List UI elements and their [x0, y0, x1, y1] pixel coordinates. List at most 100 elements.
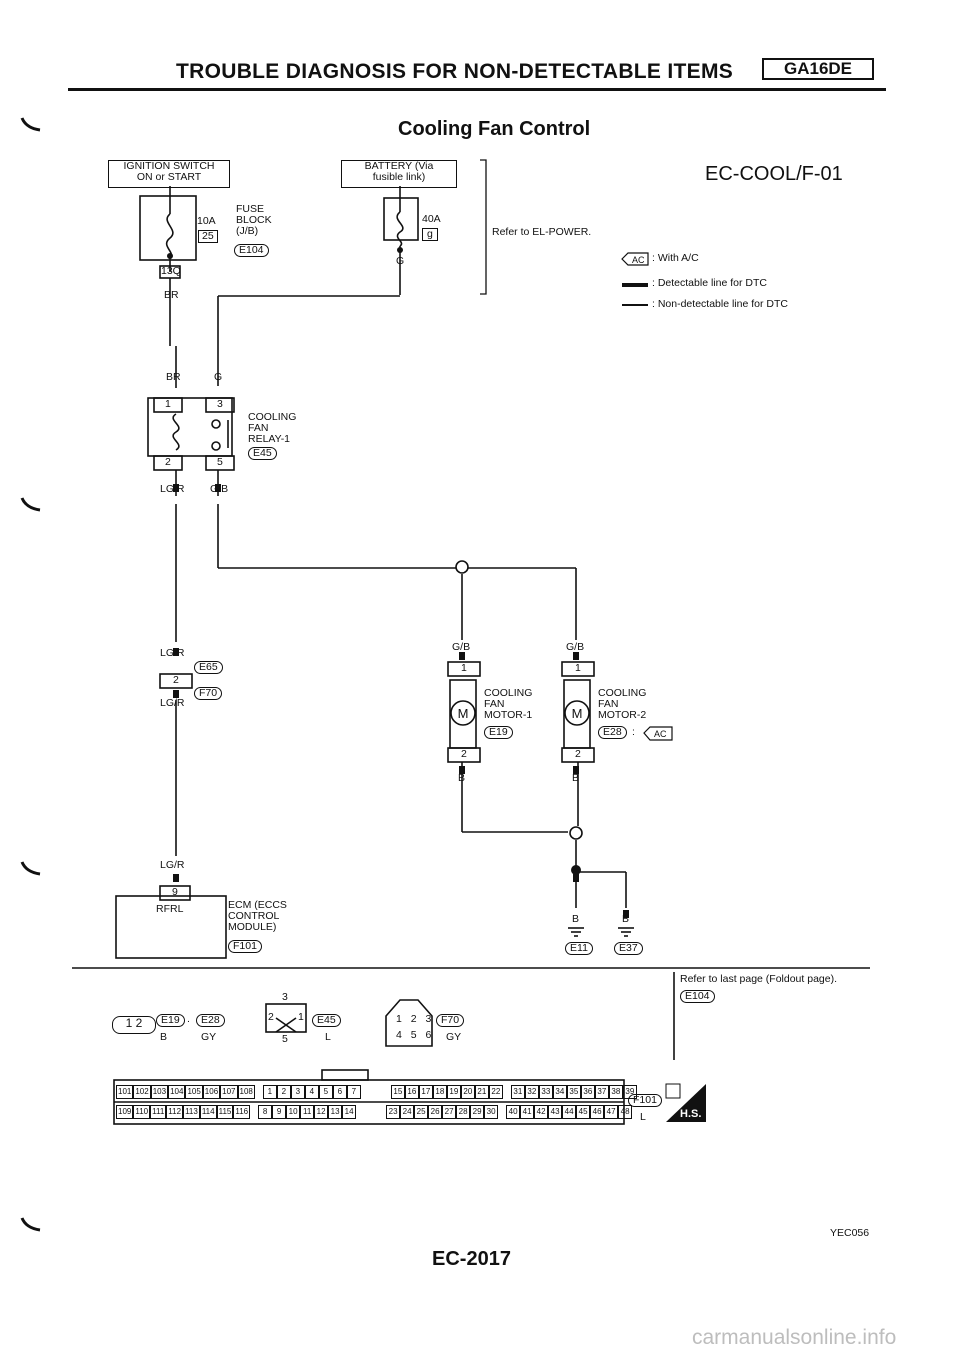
battery-line1: BATTERY (Via — [364, 160, 434, 172]
ecm-terminal: RFRL — [156, 903, 184, 915]
engine-badge-text: GA16DE — [783, 59, 853, 78]
motor1-conn: E19 — [484, 726, 513, 739]
ecm-pin-2: 2 — [276, 1085, 291, 1099]
conn2-pin-1: 1 — [298, 1011, 304, 1023]
relay-label-1: COOLING — [248, 411, 297, 423]
ecm-pin: 9 — [172, 886, 178, 898]
wire-lgr-inline-bot: LG/R — [160, 697, 185, 709]
relay-conn: E45 — [248, 447, 277, 460]
ecm-pin-16: 16 — [404, 1085, 419, 1099]
ecm-pin-44: 44 — [562, 1105, 577, 1119]
ecm-pin-48: 48 — [618, 1105, 633, 1119]
ecm-pin-103: 103 — [150, 1085, 169, 1099]
ecm-pin-11: 11 — [300, 1105, 315, 1119]
ecm-pin-34: 34 — [552, 1085, 567, 1099]
ecm-pin-6: 6 — [332, 1085, 347, 1099]
conn2-color: L — [325, 1031, 331, 1043]
ecm-pin-29: 29 — [470, 1105, 485, 1119]
ecm-pin-3: 3 — [290, 1085, 305, 1099]
motor1-m-label: M — [458, 706, 469, 721]
refer-last-conn: E104 — [680, 990, 715, 1003]
wire-br-relay: BR — [166, 371, 181, 383]
motor2-label-1: COOLING — [598, 687, 647, 699]
ignition-line1: IGNITION SWITCH — [123, 160, 215, 172]
inline-conn-top: E65 — [194, 661, 223, 674]
legend-ac-symbol: AC — [621, 252, 649, 266]
diagram-subtitle: Cooling Fan Control — [398, 118, 591, 140]
ecm-pin-12: 12 — [314, 1105, 329, 1119]
legend-detectable-line — [622, 283, 648, 287]
inline-conn-bot: F70 — [194, 687, 223, 700]
ecm-pin-32: 32 — [524, 1085, 539, 1099]
wire-lgr-relay: LG/R — [160, 483, 185, 495]
wire-br-top: BR — [164, 289, 179, 301]
ecm-pin-47: 47 — [604, 1105, 619, 1119]
ignition-line2: ON or START — [136, 171, 202, 183]
ecm-pin-106: 106 — [202, 1085, 221, 1099]
wire-b-ground1: B — [572, 913, 580, 925]
ecm-pin-41: 41 — [520, 1105, 535, 1119]
hs-triangle-icon — [665, 1083, 706, 1122]
conn2-pin-5: 5 — [282, 1033, 288, 1045]
conn1-pin-2: 2 — [135, 1016, 143, 1030]
ecm-pin-13: 13 — [328, 1105, 343, 1119]
ecm-label-1: ECM (ECCS — [228, 899, 287, 911]
ecm-pin-104: 104 — [168, 1085, 186, 1099]
ecm-pin-38: 38 — [608, 1085, 623, 1099]
conn3-pin-5: 5 — [410, 1029, 420, 1041]
hs-badge: H.S. — [664, 1082, 708, 1124]
conn1-e28: E28 — [196, 1014, 225, 1027]
ecm-pin-9: 9 — [272, 1105, 287, 1119]
ecm-pin-10: 10 — [286, 1105, 301, 1119]
motor2-pin-1: 1 — [575, 662, 581, 674]
conn1-color-gy: GY — [201, 1031, 217, 1043]
motor2-label: COOLING FAN MOTOR-2 — [598, 688, 646, 721]
engine-badge: GA16DE — [762, 58, 874, 80]
ecm-pin-1: 1 — [262, 1085, 277, 1099]
ecm-pin-36: 36 — [580, 1085, 595, 1099]
ecm-pin-23: 23 — [386, 1105, 401, 1119]
battery-box: BATTERY (Via fusible link) — [341, 160, 457, 188]
ignition-switch-box: IGNITION SWITCH ON or START — [108, 160, 230, 188]
ecm-conn: F101 — [228, 940, 262, 953]
ecm-pin-20: 20 — [460, 1085, 475, 1099]
diagram-code: EC-COOL/F-01 — [705, 163, 843, 185]
ecm-pin-31: 31 — [510, 1085, 525, 1099]
ecm-pin-107: 107 — [220, 1085, 238, 1099]
conn1-pin-1: 1 — [125, 1016, 133, 1030]
ecm-pin-21: 21 — [474, 1085, 489, 1099]
fusible-number: g — [422, 228, 438, 241]
ecm-pin-18: 18 — [432, 1085, 447, 1099]
power-bracket — [480, 159, 487, 295]
legend-ac-text: : With A/C — [652, 252, 699, 264]
conn1-e19: E19 — [156, 1014, 185, 1027]
motor1-label-3: MOTOR-1 — [484, 709, 533, 721]
page-number: EC-2017 — [432, 1248, 511, 1270]
hs-text: H.S. — [680, 1108, 702, 1120]
ecm-pin-115: 115 — [216, 1105, 234, 1119]
fuse-block-label: FUSE BLOCK (J/B) — [236, 204, 272, 237]
ecm-label-3: MODULE) — [228, 921, 277, 933]
motor2-ac-text: AC — [654, 729, 667, 739]
fuse-amps: 10A — [197, 215, 216, 227]
wire-lgr-inline-top: LG/R — [160, 647, 185, 659]
motor1-label-2: FAN — [484, 698, 505, 710]
header-rule — [68, 88, 886, 91]
motor1-pin-1: 1 — [461, 662, 467, 674]
conn3-pin-1: 1 — [396, 1013, 405, 1025]
ecm-pin-105: 105 — [185, 1085, 203, 1099]
ground-e37: E37 — [614, 942, 643, 955]
ecm-pin-14: 14 — [342, 1105, 357, 1119]
wire-gb-motor1: G/B — [452, 641, 471, 653]
page-id: YEC056 — [830, 1227, 870, 1239]
legend-nondetectable-text: : Non-detectable line for DTC — [652, 298, 788, 310]
ecm-pin-8: 8 — [258, 1105, 273, 1119]
relay-pin-1: 1 — [165, 398, 171, 410]
ecm-pin-102: 102 — [133, 1085, 151, 1099]
conn1-dot: . — [187, 1013, 190, 1025]
wire-g-relay: G — [214, 371, 223, 383]
ecm-pin-7: 7 — [346, 1085, 361, 1099]
